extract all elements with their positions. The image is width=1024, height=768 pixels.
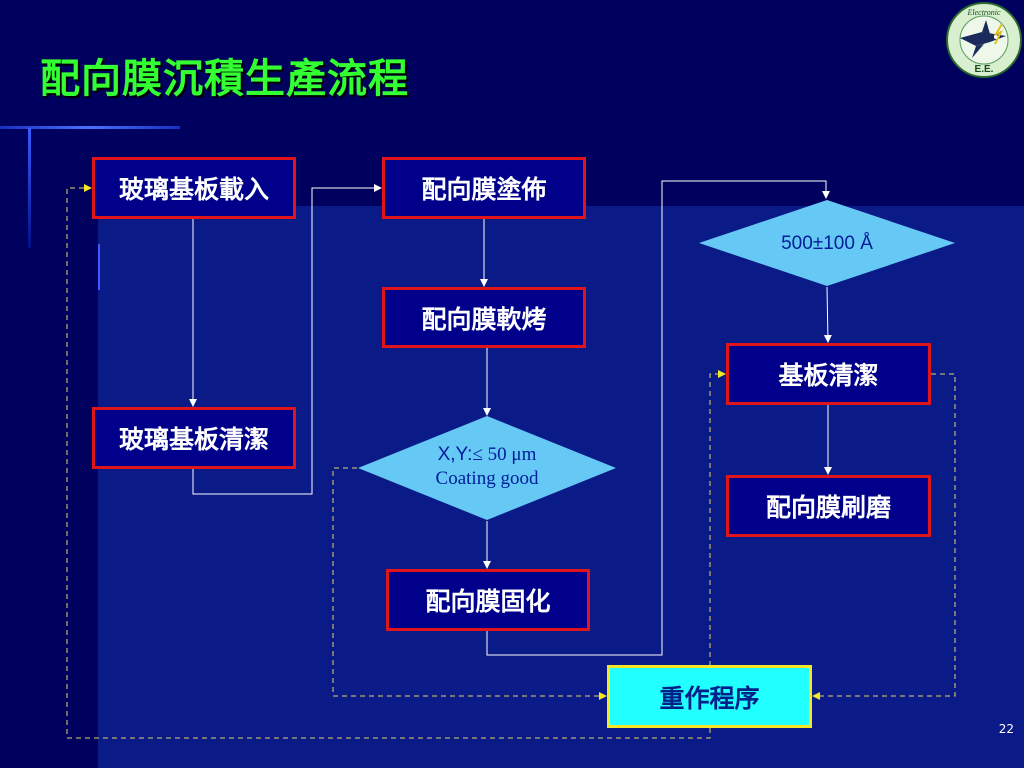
- left-accent-line: [28, 128, 31, 248]
- dashed-right-to-rework: [812, 373, 956, 700]
- arrow-clean-to-coat: [192, 184, 382, 495]
- step-glass-clean: 玻璃基板清潔: [92, 407, 296, 469]
- step-glass-load: 玻璃基板載入: [92, 157, 296, 219]
- left-accent-line-lower: [98, 244, 100, 290]
- logo-top-text: Electronic: [966, 8, 1000, 17]
- step-substrate-clean: 基板清潔: [726, 343, 931, 405]
- arrow-cure-to-thickness: [486, 180, 830, 656]
- page-number: 22: [998, 722, 1014, 736]
- step-alignment-coat: 配向膜塗佈: [382, 157, 586, 219]
- step-cure: 配向膜固化: [386, 569, 590, 631]
- dashed-rework-to-load: [66, 184, 711, 739]
- inspection-decision-diamond: [358, 416, 616, 520]
- slide-title: 配向膜沉積生產流程: [40, 56, 409, 102]
- dashed-rework-to-substrate-clean: [709, 370, 726, 666]
- inspection-xy-tolerance: ≤ 50 μm: [472, 444, 537, 465]
- department-logo: Electronic E.E.: [946, 2, 1022, 78]
- inspection-xy-prefix: X,Y:: [437, 444, 473, 465]
- inspection-decision-label: X,Y:≤ 50 μm Coating good: [387, 443, 587, 491]
- title-underline-accent: [0, 126, 180, 129]
- thickness-decision-diamond: [699, 200, 955, 286]
- inspection-coating-good: Coating good: [435, 467, 539, 489]
- thickness-decision-label: 500±100 Å: [781, 233, 873, 254]
- step-soft-bake: 配向膜軟烤: [382, 287, 586, 348]
- logo-bottom-text: E.E.: [975, 64, 994, 75]
- step-rework: 重作程序: [607, 665, 812, 728]
- step-rubbing: 配向膜刷磨: [726, 475, 931, 537]
- dashed-inspection-to-rework: [332, 467, 607, 700]
- arrow-thickness-to-substrate-clean: [823, 286, 832, 343]
